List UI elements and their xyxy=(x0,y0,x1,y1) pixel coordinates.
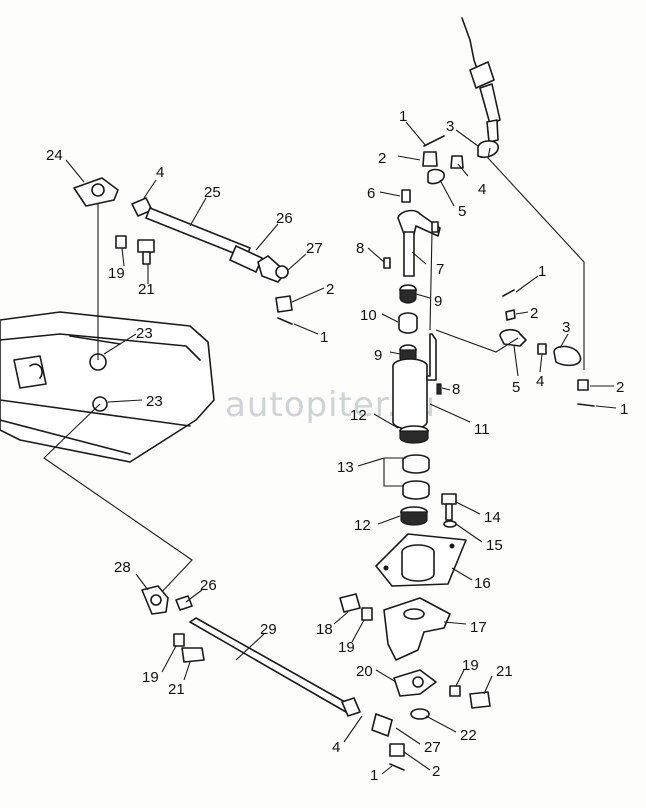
callout-7: 7 xyxy=(436,261,444,278)
housing-11 xyxy=(392,333,437,430)
lever-7 xyxy=(397,209,441,277)
callout-3: 3 xyxy=(562,319,570,336)
callout-4: 4 xyxy=(478,181,486,198)
callout-2: 2 xyxy=(326,281,334,298)
callout-19: 19 xyxy=(108,265,125,282)
callout-21: 21 xyxy=(168,681,185,698)
callout-1: 1 xyxy=(370,767,378,784)
callout-4: 4 xyxy=(536,373,544,390)
callout-15: 15 xyxy=(486,537,503,554)
rod-29-assembly xyxy=(141,585,405,771)
callout-21: 21 xyxy=(138,281,155,298)
callout-19: 19 xyxy=(142,669,159,686)
callout-19: 19 xyxy=(462,657,479,674)
callout-5: 5 xyxy=(512,379,520,396)
callout-8: 8 xyxy=(356,240,364,257)
callout-3: 3 xyxy=(446,118,454,135)
callout-25: 25 xyxy=(204,184,221,201)
callout-6: 6 xyxy=(367,185,375,202)
pin-8-top xyxy=(383,257,391,269)
callout-2: 2 xyxy=(378,150,386,167)
callout-10: 10 xyxy=(360,307,377,324)
base-plate-16 xyxy=(375,533,467,587)
shift-lever xyxy=(461,17,501,143)
top-joint-parts xyxy=(401,135,499,203)
callout-2: 2 xyxy=(432,763,440,780)
callout-5: 5 xyxy=(458,203,466,220)
callout-2: 2 xyxy=(616,379,624,396)
callout-29: 29 xyxy=(260,621,277,638)
lever-17-assembly xyxy=(339,593,491,720)
connector-lines-top xyxy=(429,147,585,370)
callout-11: 11 xyxy=(474,421,490,438)
callout-4: 4 xyxy=(156,164,164,181)
callout-28: 28 xyxy=(114,559,131,576)
callout-1: 1 xyxy=(538,263,546,280)
pin-8-mid xyxy=(436,383,442,395)
callout-9: 9 xyxy=(434,293,442,310)
callout-13: 13 xyxy=(337,459,354,476)
callout-1: 1 xyxy=(399,108,407,125)
bolt-14-washer-15 xyxy=(441,493,457,528)
callout-16: 16 xyxy=(474,575,491,592)
callout-24: 24 xyxy=(46,147,63,164)
callout-1: 1 xyxy=(320,329,328,346)
callout-14: 14 xyxy=(484,509,501,526)
callout-19: 19 xyxy=(338,639,355,656)
callout-12: 12 xyxy=(354,517,371,534)
callout-12: 12 xyxy=(350,407,367,424)
callout-26: 26 xyxy=(200,577,217,594)
callout-27: 27 xyxy=(306,240,323,257)
right-linkage xyxy=(499,289,595,407)
callout-21: 21 xyxy=(496,663,513,680)
callout-22: 22 xyxy=(460,727,477,744)
callout-27: 27 xyxy=(424,739,441,756)
connector-lines-left xyxy=(43,204,193,597)
callout-23: 23 xyxy=(136,325,153,342)
callout-4: 4 xyxy=(332,739,340,756)
callout-18: 18 xyxy=(316,621,333,638)
callout-labels: 1 2 3 4 5 6 7 8 9 10 9 1 2 3 5 4 2 1 8 1… xyxy=(46,108,628,784)
leader-lines xyxy=(65,121,617,775)
rod-25-assembly xyxy=(73,177,293,325)
callout-26: 26 xyxy=(276,210,293,227)
callout-2: 2 xyxy=(530,305,538,322)
callout-17: 17 xyxy=(470,619,487,636)
callout-20: 20 xyxy=(356,663,373,680)
callout-9: 9 xyxy=(374,347,382,364)
bushings-9-10 xyxy=(398,284,418,364)
callout-8: 8 xyxy=(452,381,460,398)
rings-12-13 xyxy=(399,425,430,526)
callout-1: 1 xyxy=(620,401,628,418)
cover-housing xyxy=(0,311,215,463)
callout-23: 23 xyxy=(146,393,163,410)
